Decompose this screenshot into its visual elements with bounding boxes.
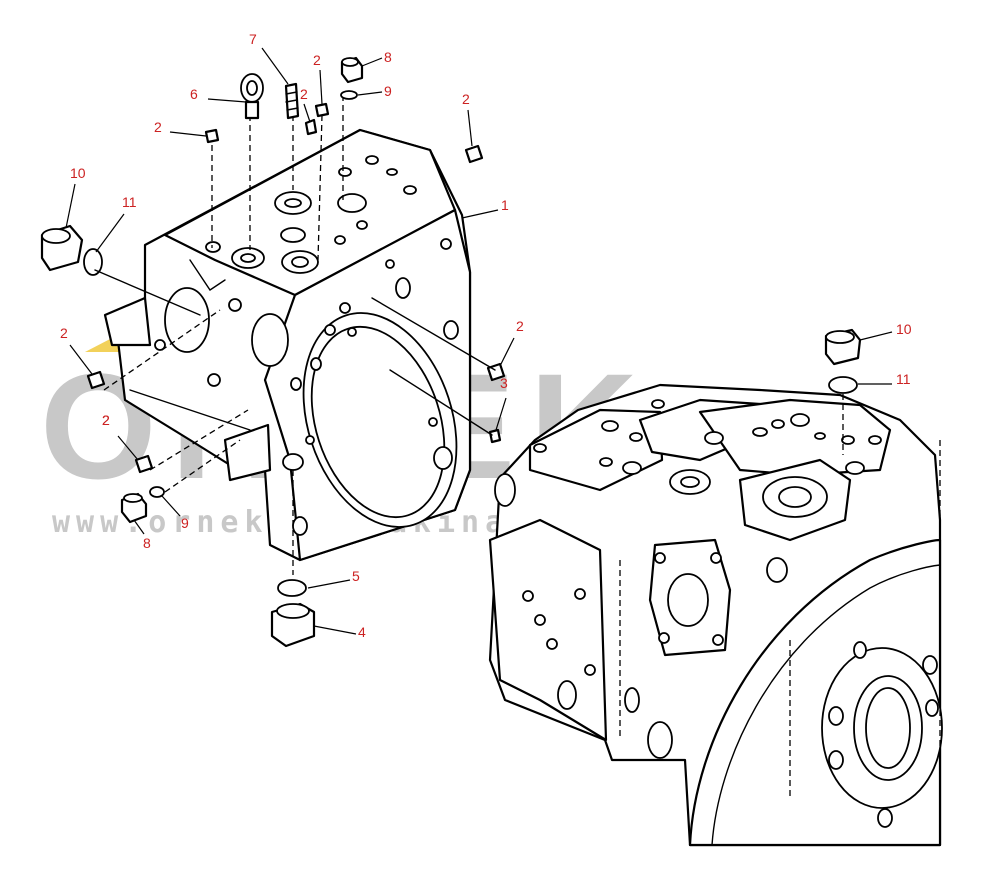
callout-11: 11 [95, 194, 137, 253]
callout-leader-line [95, 213, 125, 253]
callout-8: 8 [361, 49, 392, 67]
callout-4: 4 [313, 624, 366, 640]
callout-number: 11 [122, 194, 137, 210]
callout-leader-line [117, 435, 139, 461]
callout-8: 8 [133, 519, 151, 551]
callout-number: 8 [143, 535, 151, 551]
callout-number: 11 [896, 371, 911, 387]
watermark-accent-shape [85, 338, 128, 352]
callout-number: 2 [313, 52, 321, 68]
callout-2: 2 [60, 325, 93, 375]
callout-leader-line [495, 397, 507, 431]
callout-leader-line [467, 109, 473, 147]
callout-leader-line [313, 625, 357, 635]
callout-number: 2 [102, 412, 110, 428]
callout-7: 7 [249, 31, 289, 85]
assembled-pump [488, 328, 943, 847]
callout-leader-line [261, 47, 289, 85]
callout-number: 1 [501, 197, 509, 213]
callout-2: 2 [300, 86, 311, 123]
callout-2: 2 [102, 412, 110, 428]
callout-leader-line [207, 98, 247, 103]
callout-number: 2 [300, 86, 308, 102]
callout-number: 9 [181, 515, 189, 531]
callout-leader-line [69, 344, 93, 375]
callout-3: 3 [495, 375, 508, 431]
callout-leader-line [859, 331, 893, 341]
callout-number: 2 [60, 325, 68, 341]
loose-parts [40, 56, 506, 648]
callout-leader-line [357, 91, 383, 96]
callout-leader-line [303, 103, 311, 123]
callout-number: 4 [358, 624, 366, 640]
callout-leader-line [307, 579, 351, 589]
callout-6: 6 [190, 86, 247, 103]
callout-10: 10 [65, 165, 86, 229]
callout-1: 1 [461, 197, 509, 219]
callout-leader-line [133, 519, 145, 535]
callout-leader-line [361, 57, 383, 67]
callout-number: 8 [384, 49, 392, 65]
callout-number: 7 [249, 31, 257, 47]
callout-9: 9 [161, 495, 189, 531]
exploded-housing [103, 95, 472, 575]
callout-leader-line [65, 183, 76, 229]
callout-leader-line [161, 495, 181, 517]
callout-leader-line [169, 131, 207, 137]
callout-5: 5 [307, 568, 360, 589]
callout-number: 2 [516, 318, 524, 334]
callout-number: 5 [352, 568, 360, 584]
callout-10: 10 [859, 321, 912, 341]
callout-number: 6 [190, 86, 198, 102]
callout-number: 9 [384, 83, 392, 99]
callout-number: 2 [462, 91, 470, 107]
callout-2: 2 [313, 52, 323, 105]
callout-number: 2 [102, 412, 110, 428]
callout-leader-line [319, 69, 323, 105]
callout-2: 2 [462, 91, 473, 147]
callout-number: 10 [70, 165, 86, 181]
callout-9: 9 [357, 83, 392, 99]
callout-number: 3 [500, 375, 508, 391]
callout-leader-line [499, 337, 515, 367]
callout-2: 2 [154, 119, 207, 137]
callout-leader-line [461, 209, 499, 219]
callout-2: 2 [499, 318, 524, 367]
callout-number: 10 [896, 321, 912, 337]
callout-number: 2 [154, 119, 162, 135]
callout-2: 2 [102, 412, 139, 461]
callout-11: 11 [858, 371, 911, 387]
